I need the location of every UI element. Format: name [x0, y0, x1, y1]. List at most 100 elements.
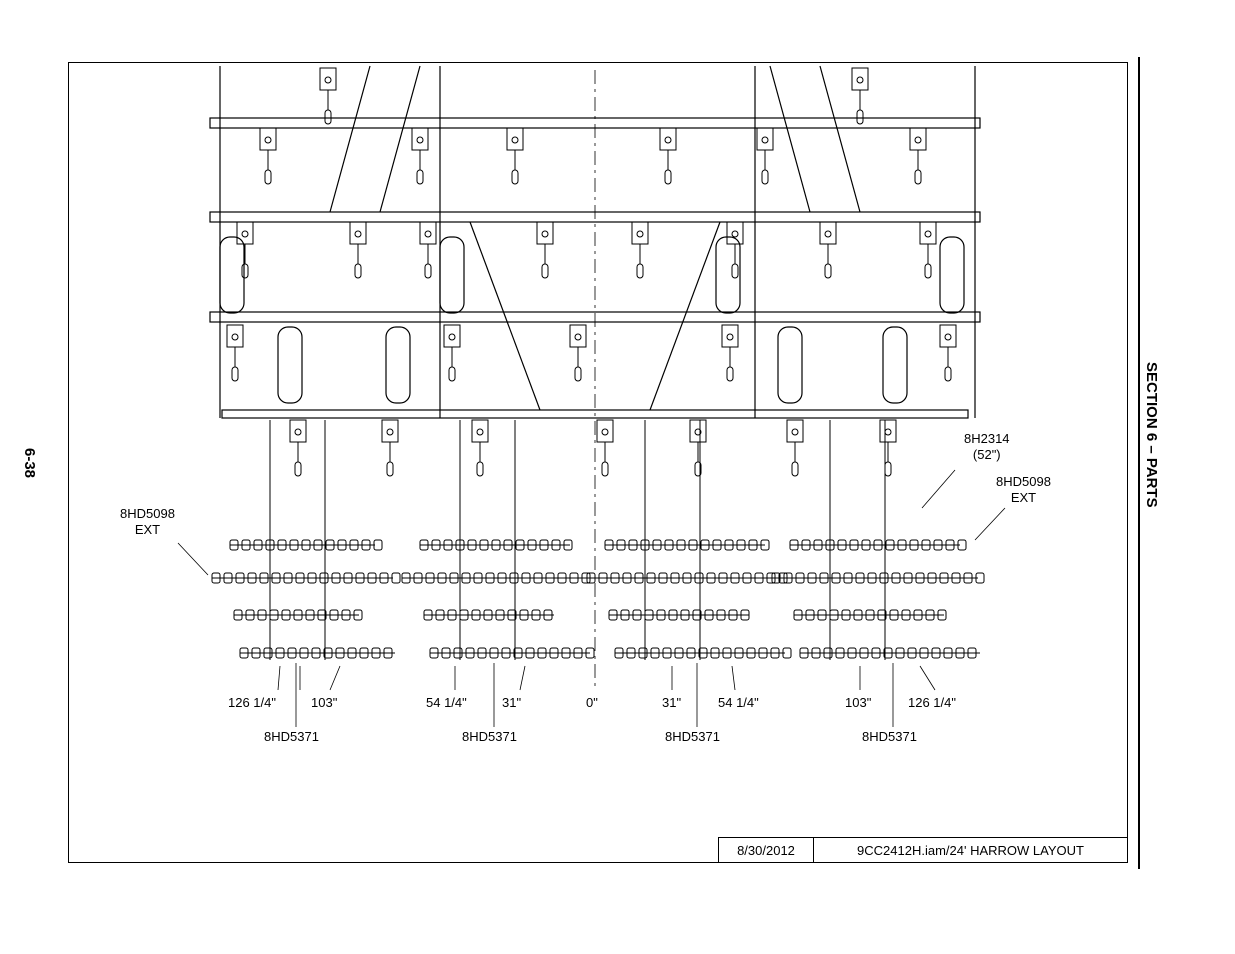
harrow-tine [670, 572, 680, 584]
harrow-tine [674, 647, 684, 659]
title-block: 8/30/2012 9CC2412H.iam/24' HARROW LAYOUT [718, 837, 1127, 862]
harrow-tine [722, 647, 732, 659]
gauge-wheel [939, 236, 965, 314]
harrow-tine [939, 572, 949, 584]
harrow-tine [730, 572, 740, 584]
right-ext-callout: 8HD5098 EXT [996, 474, 1051, 506]
harrow-tine [754, 572, 764, 584]
harrow-tine [658, 572, 668, 584]
shank-point [731, 263, 739, 279]
harrow-tine [263, 647, 273, 659]
harrow-tine [771, 572, 781, 584]
shank-point [231, 366, 239, 382]
harrow-tine [789, 539, 799, 551]
shank-point [694, 461, 702, 477]
harrow-tine [622, 572, 632, 584]
harrow-part-label: 8HD5371 [862, 729, 917, 744]
harrow-tine [710, 647, 720, 659]
shank-clamp [471, 419, 489, 443]
harrow-tine [742, 572, 752, 584]
harrow-tine [692, 609, 702, 621]
harrow-tine [497, 572, 507, 584]
shank-bolt [264, 136, 272, 144]
harrow-tine [401, 572, 411, 584]
harrow-tine [483, 609, 493, 621]
harrow-tine [259, 572, 269, 584]
harrow-tine [901, 609, 911, 621]
harrow-tine [955, 647, 965, 659]
shank-bolt [791, 428, 799, 436]
shank-point [324, 109, 332, 125]
harrow-tine [736, 539, 746, 551]
shank-bolt [924, 230, 932, 238]
harrow-tine [841, 609, 851, 621]
harrow-tine [429, 647, 439, 659]
harrow-tine [811, 647, 821, 659]
harrow-tine [925, 609, 935, 621]
shank-point [476, 461, 484, 477]
harrow-sections [211, 420, 985, 660]
harrow-tine [311, 647, 321, 659]
harrow-tine [211, 572, 221, 584]
harrow-tine [652, 539, 662, 551]
harrow-tine [477, 647, 487, 659]
leader-line [731, 665, 736, 691]
harrow-tine [921, 539, 931, 551]
harrow-tine [569, 572, 579, 584]
harrow-tine [533, 572, 543, 584]
harrow-tine [317, 609, 327, 621]
harrow-tine [903, 572, 913, 584]
shank-point [294, 461, 302, 477]
shank-bolt [241, 230, 249, 238]
harrow-tine [491, 539, 501, 551]
harrow-tine [539, 539, 549, 551]
harrow-tine [724, 539, 734, 551]
harrow-tine [945, 539, 955, 551]
harrow-tine [343, 572, 353, 584]
harrow-tine [431, 539, 441, 551]
shank-clamp [289, 419, 307, 443]
harrow-tine [281, 609, 291, 621]
shank-point [791, 461, 799, 477]
frame-brace [379, 65, 421, 213]
harrow-tine [361, 539, 371, 551]
harrow-tine [805, 609, 815, 621]
harrow-tine [782, 647, 792, 659]
harrow-tine [287, 647, 297, 659]
harrow-tine [801, 539, 811, 551]
harrow-tine [557, 572, 567, 584]
harrow-tine [734, 647, 744, 659]
harrow-tine [235, 572, 245, 584]
harrow-tine [347, 647, 357, 659]
harrow-tine [831, 572, 841, 584]
harrow-tine [329, 609, 339, 621]
shank-bolt [476, 428, 484, 436]
harrow-tine [301, 539, 311, 551]
section-rule [1138, 57, 1140, 869]
harrow-tine [299, 647, 309, 659]
harrow-tine [847, 647, 857, 659]
shank-clamp [596, 419, 614, 443]
leader-line [919, 665, 936, 691]
shank-point [636, 263, 644, 279]
gauge-wheel [385, 326, 411, 404]
leader-line [177, 542, 209, 576]
harrow-tine [963, 572, 973, 584]
dimension-label: 54 1/4" [718, 695, 759, 710]
harrow-tine [937, 609, 947, 621]
pin-callout: 8H2314 (52") [964, 431, 1010, 463]
harrow-tine [704, 609, 714, 621]
harrow-tine [319, 572, 329, 584]
harrow-tine [688, 539, 698, 551]
harrow-tine [662, 647, 672, 659]
leader-line [519, 665, 526, 691]
harrow-tine [223, 572, 233, 584]
shank-bolt [386, 428, 394, 436]
shank-clamp [879, 419, 897, 443]
harrow-tine [855, 572, 865, 584]
harrow-tine [515, 539, 525, 551]
harrow-tine [247, 572, 257, 584]
shank-point [761, 169, 769, 185]
shank-bolt [726, 333, 734, 341]
